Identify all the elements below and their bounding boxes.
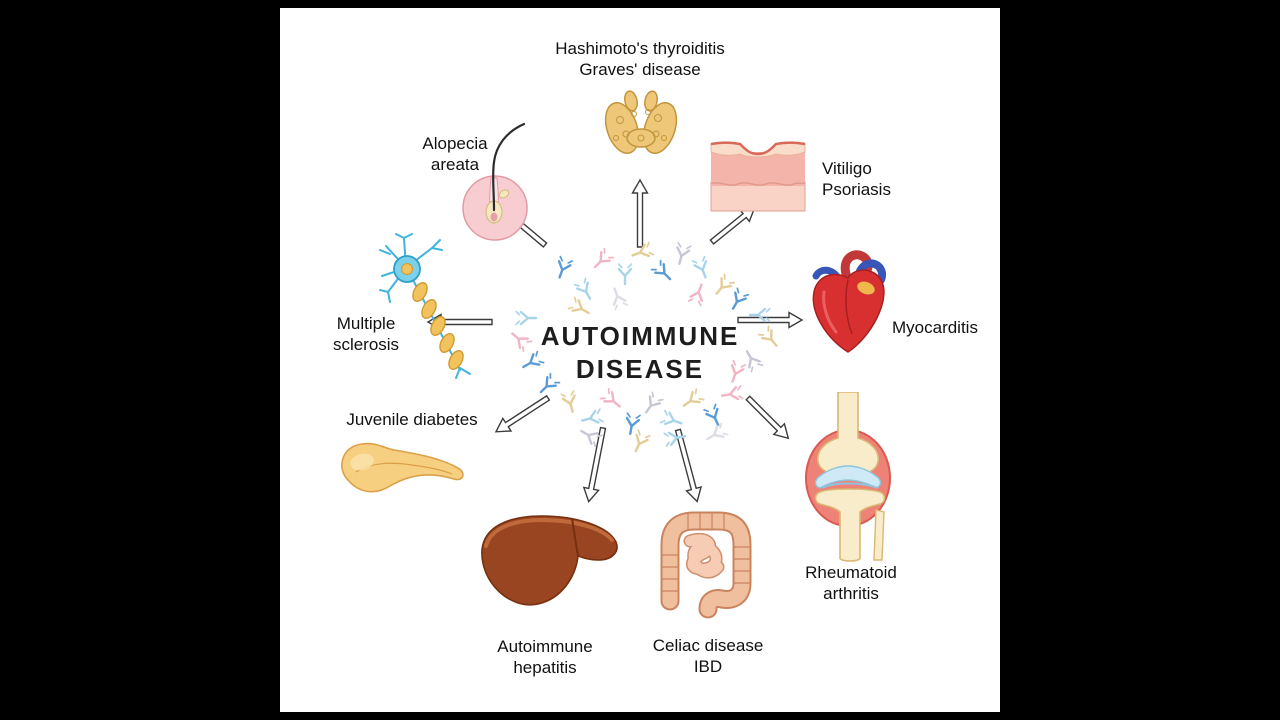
letterbox-bar-top xyxy=(0,0,1280,8)
label-line: Juvenile diabetes xyxy=(346,410,478,429)
label-line: Celiac disease xyxy=(652,636,764,655)
knee-joint-icon xyxy=(798,392,904,564)
autoimmune-disease-diagram: AUTOIMMUNE DISEASE Hashimoto's thyroidit… xyxy=(280,0,1000,720)
label-line: Vitiligo xyxy=(822,159,872,178)
label-autoimmune-hepatitis: Autoimmune hepatitis xyxy=(465,636,625,678)
label-line: Hashimoto's thyroiditis xyxy=(555,39,725,58)
title-line-1: AUTOIMMUNE xyxy=(540,321,740,351)
letterbox-bar-bottom xyxy=(0,712,1280,720)
label-myocarditis: Myocarditis xyxy=(892,317,1002,338)
arrow-to-thyroid xyxy=(631,178,649,248)
label-vitiligo-psoriasis: Vitiligo Psoriasis xyxy=(822,158,932,200)
arrow-to-intestine xyxy=(674,428,703,503)
label-multiple-sclerosis: Multiple sclerosis xyxy=(296,313,436,355)
label-line: Psoriasis xyxy=(822,180,891,199)
label-line: Alopecia xyxy=(422,134,488,153)
label-line: areata xyxy=(430,155,480,174)
thyroid-gland-icon xyxy=(598,86,684,166)
arrow-to-liver xyxy=(582,426,607,503)
letterbox-left xyxy=(0,0,280,720)
heart-icon xyxy=(802,248,894,356)
label-line: Rheumatoid xyxy=(805,563,897,582)
label-alopecia-areata: Alopecia areata xyxy=(395,133,515,175)
label-juvenile-diabetes: Juvenile diabetes xyxy=(312,409,512,430)
neuron-icon xyxy=(376,230,476,380)
label-line: Graves' disease xyxy=(579,60,701,79)
label-line: Multiple xyxy=(336,314,396,333)
title-line-2: DISEASE xyxy=(575,354,705,384)
label-line: Autoimmune xyxy=(497,637,593,656)
label-line: Myocarditis xyxy=(892,318,978,337)
letterbox-right xyxy=(1000,0,1280,720)
liver-icon xyxy=(476,506,622,624)
label-hashimoto-graves: Hashimoto's thyroiditis Graves' disease xyxy=(490,38,790,80)
intestine-icon xyxy=(648,505,762,623)
label-line: IBD xyxy=(693,657,723,676)
label-line: arthritis xyxy=(823,584,879,603)
diagram-title: AUTOIMMUNE DISEASE xyxy=(510,320,770,386)
skin-layers-icon xyxy=(710,138,806,212)
label-rheumatoid-arthritis: Rheumatoid arthritis xyxy=(781,562,921,604)
label-line: sclerosis xyxy=(332,335,400,354)
arrow-to-knee xyxy=(745,395,790,440)
label-line: hepatitis xyxy=(513,658,577,677)
label-celiac-ibd: Celiac disease IBD xyxy=(628,635,788,677)
pancreas-icon xyxy=(332,432,468,508)
